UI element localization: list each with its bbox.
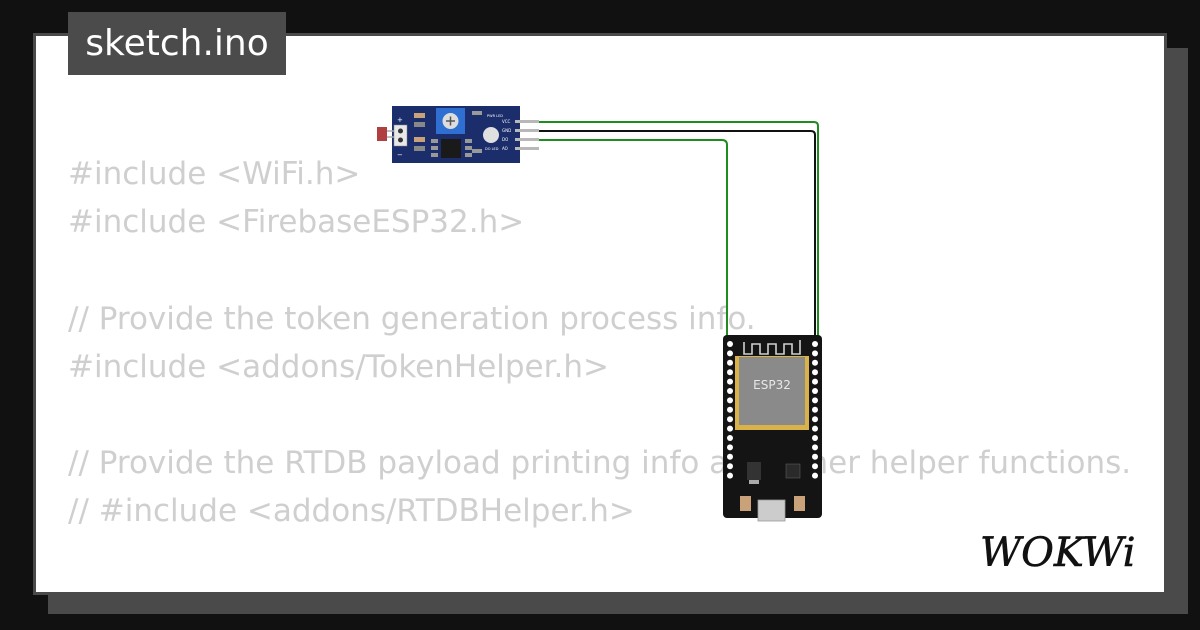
right-header-pins (812, 341, 818, 479)
header-pin[interactable] (727, 369, 733, 376)
header-pin[interactable] (727, 406, 733, 413)
esp32-module-shield (739, 357, 805, 425)
filename-label: sketch.ino (85, 23, 269, 64)
header-pin-do[interactable] (515, 138, 539, 141)
pin-label-vcc: VCC (502, 119, 511, 124)
code-line: #include <FirebaseESP32.h> (68, 204, 525, 241)
en-button[interactable] (794, 496, 805, 511)
esp32-board[interactable]: ESP32 (723, 335, 822, 522)
header-pin-gnd[interactable] (515, 129, 539, 132)
led-label-pwr: PWR LED (487, 114, 503, 118)
header-pin[interactable] (812, 341, 818, 347)
micro-usb-port[interactable] (757, 499, 786, 522)
voltage-regulator (747, 462, 761, 480)
wire-gnd[interactable] (530, 130, 816, 340)
left-header-pins (727, 341, 733, 479)
comparator-chip (441, 139, 461, 158)
header-pin[interactable] (812, 359, 818, 366)
filename-tab[interactable]: sketch.ino (68, 12, 286, 75)
header-pin-ao[interactable] (515, 147, 539, 150)
wire-ao[interactable] (530, 139, 728, 344)
header-pin[interactable] (812, 397, 818, 404)
code-line: #include <WiFi.h> (68, 156, 361, 192)
usb-uart-chip (785, 463, 801, 479)
header-pin[interactable] (727, 416, 733, 423)
pin-label-gnd: GND (502, 128, 511, 133)
header-pin[interactable] (812, 406, 818, 413)
header-pin[interactable] (812, 444, 818, 451)
header-pin[interactable] (727, 453, 733, 460)
terminal-minus: − (397, 151, 403, 159)
header-pin[interactable] (727, 388, 733, 394)
header-pin[interactable] (812, 378, 818, 385)
header-pin[interactable] (727, 350, 733, 357)
header-pin[interactable] (727, 472, 733, 479)
header-pin[interactable] (812, 472, 818, 479)
ldr-photoresistor (377, 127, 387, 141)
led-label-do: DO LED (485, 147, 499, 151)
header-pin[interactable] (812, 425, 818, 432)
header-pin[interactable] (727, 341, 733, 347)
esp32-label: ESP32 (753, 378, 791, 392)
wires (530, 121, 819, 344)
wire-vcc[interactable] (530, 121, 819, 340)
ldr-sensor-module[interactable]: + − PWR LED DO LED VCC GND DO AO (377, 106, 539, 163)
header-pin-vcc[interactable] (515, 120, 539, 123)
led-indicator (483, 127, 499, 143)
header-pin[interactable] (727, 359, 733, 366)
header-pin[interactable] (727, 444, 733, 451)
preview-card (33, 33, 1167, 595)
header-pin[interactable] (812, 350, 818, 357)
header-pin[interactable] (727, 378, 733, 385)
screw-terminal (393, 124, 408, 147)
code-preview: #include <WiFi.h> #include <FirebaseESP3… (68, 150, 1131, 536)
code-line: #include <addons/TokenHelper.h> (68, 348, 610, 385)
wokwi-logo-text: WOKWi (980, 530, 1136, 576)
header-pin[interactable] (727, 425, 733, 432)
header-pin[interactable] (727, 435, 733, 441)
header-pin[interactable] (812, 369, 818, 376)
header-pin[interactable] (812, 453, 818, 460)
header-pin[interactable] (812, 463, 818, 470)
header-pin[interactable] (727, 463, 733, 470)
header-pin[interactable] (727, 397, 733, 404)
pin-label-do: DO (502, 137, 508, 142)
code-line: // #include <addons/RTDBHelper.h> (68, 493, 635, 530)
code-line: // Provide the token generation process … (68, 300, 756, 337)
header-pin[interactable] (812, 416, 818, 423)
terminal-plus: + (397, 116, 403, 124)
header-pin[interactable] (812, 388, 818, 394)
wokwi-logo: WOKWi (980, 530, 1136, 576)
header-pin[interactable] (812, 435, 818, 441)
wifi-antenna (743, 340, 801, 355)
pin-label-ao: AO (502, 146, 508, 151)
boot-button[interactable] (740, 496, 751, 511)
